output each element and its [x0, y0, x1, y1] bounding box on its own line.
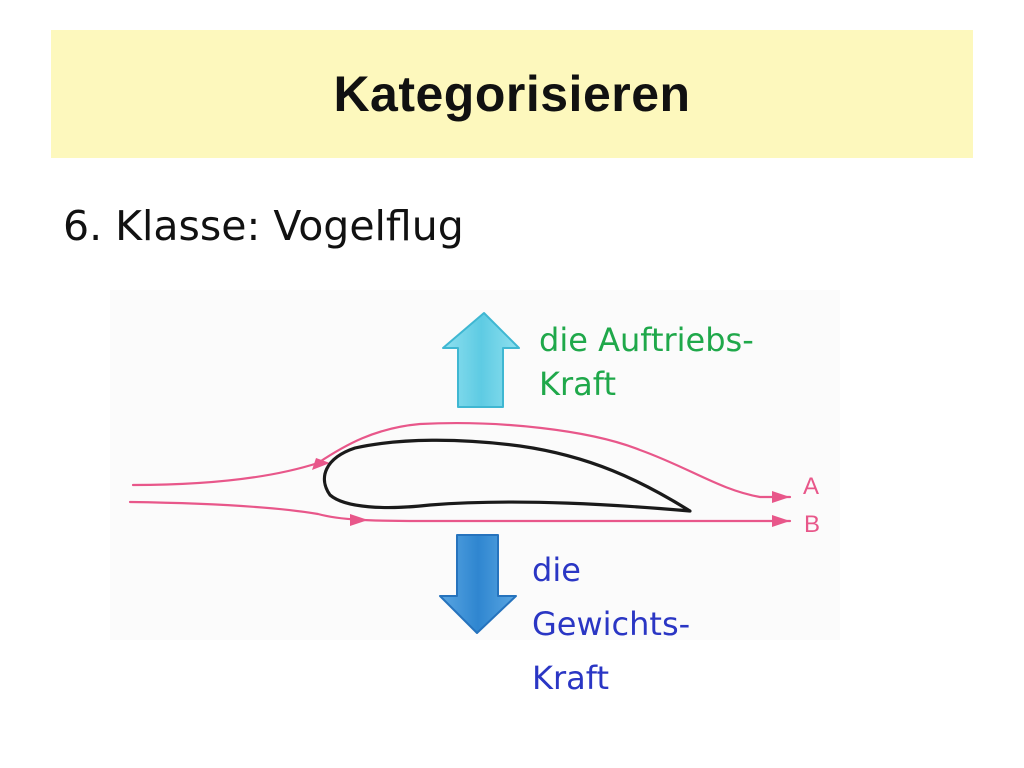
- weight-label-line-1: die: [532, 551, 581, 589]
- streamline-label-a: A: [803, 473, 819, 500]
- slide-title: Kategorisieren: [333, 66, 691, 122]
- streamline-b-arrowhead-left: [350, 514, 368, 526]
- weight-label-line-2: Gewichts-: [532, 605, 691, 643]
- streamline-label-b: B: [804, 511, 820, 538]
- slide-subtitle: 6. Klasse: Vogelflug: [63, 202, 464, 250]
- streamline-a-arrowhead-right: [772, 491, 790, 503]
- airfoil: [322, 438, 692, 513]
- lift-force-label: die Auftriebs- Kraft: [539, 318, 754, 406]
- lift-label-line-2: Kraft: [539, 365, 616, 403]
- title-bar: Kategorisieren: [51, 30, 973, 158]
- weight-force-label: die Gewichts- Kraft: [532, 543, 690, 705]
- streamline-a-arrowhead-left: [312, 458, 330, 470]
- lift-label-line-1: die Auftriebs-: [539, 321, 754, 359]
- streamline-b: [128, 500, 792, 523]
- weight-label-line-3: Kraft: [532, 659, 609, 697]
- up-arrow-icon: [442, 312, 520, 408]
- down-arrow-icon: [439, 534, 517, 634]
- streamline-b-arrowhead-right: [772, 515, 790, 527]
- streamline-a: [131, 422, 792, 499]
